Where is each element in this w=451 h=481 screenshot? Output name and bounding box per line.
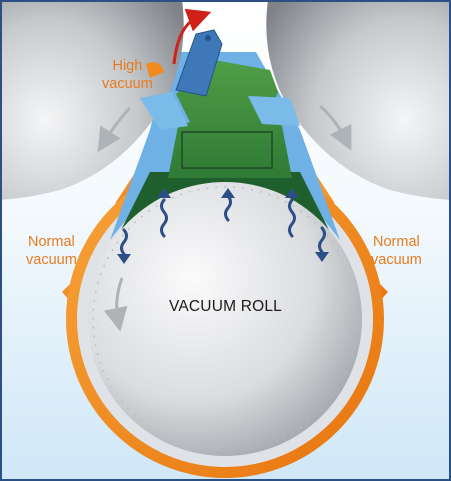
high-vacuum-label: High vacuum	[102, 57, 153, 93]
left-vacuum-pocket	[140, 92, 188, 130]
lever-pivot	[205, 35, 211, 41]
rotation-arrow-icon	[172, 8, 212, 65]
airflow-arrow-icon	[120, 228, 128, 256]
airflow-arrow-icon	[288, 198, 296, 238]
normal-vacuum-right-line2: vacuum	[371, 252, 422, 268]
left-press-roll	[0, 0, 184, 200]
motion-arrow-icon	[103, 277, 128, 332]
seal-tab	[146, 62, 164, 78]
roll-perforations	[92, 186, 358, 452]
high-vacuum-label-line1: High	[112, 58, 143, 74]
shoe-window	[181, 131, 273, 169]
high-vacuum-label-line2: vacuum	[102, 76, 153, 92]
airflow-arrowhead	[157, 188, 171, 198]
airflow-arrow-icon	[160, 198, 168, 238]
airflow-arrowhead	[285, 188, 299, 198]
sealing-lever	[175, 29, 223, 97]
normal-vacuum-right-line1: Normal	[373, 234, 420, 250]
right-vacuum-pocket	[248, 96, 300, 126]
airflow-arrow-icon	[318, 226, 326, 254]
airflow-arrow-icon	[224, 194, 232, 222]
airflow-arrowhead	[315, 252, 329, 262]
vacuum-roll-label: VACUUM ROLL	[168, 298, 283, 315]
motion-arrow-icon	[319, 104, 352, 151]
normal-vacuum-left-line1: Normal	[28, 234, 75, 250]
vacuum-roll	[88, 182, 362, 456]
airflow-arrowhead	[117, 254, 131, 264]
airflow-arrowhead	[221, 188, 235, 198]
normal-vacuum-left-label: Normal vacuum	[26, 233, 77, 269]
normal-vacuum-right-label: Normal vacuum	[371, 233, 422, 269]
normal-vacuum-left-line2: vacuum	[26, 252, 77, 268]
motion-arrow-icon	[97, 106, 132, 153]
suction-chamber	[120, 172, 330, 232]
right-press-roll	[266, 0, 451, 200]
